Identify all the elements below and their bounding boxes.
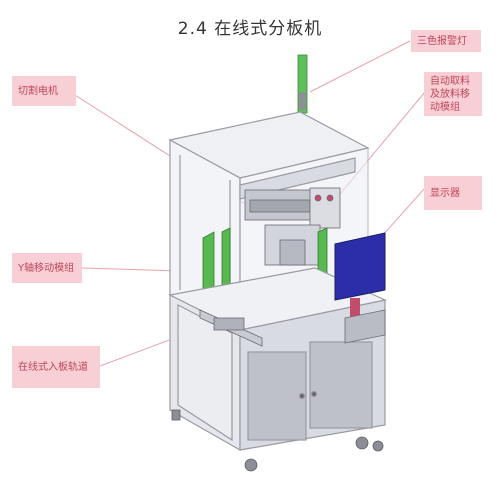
casters — [171, 409, 384, 472]
callout-display: 显示器 — [424, 176, 482, 210]
callout-y-axis-module: Y轴移动模组 — [12, 253, 82, 283]
callout-auto-pick-module: 自动取料及放料移动模组 — [424, 72, 482, 116]
callout-tower-light: 三色报警灯 — [411, 30, 481, 52]
page-title: 2.4 在线式分板机 — [177, 19, 323, 39]
callout-cutting-motor: 切割电机 — [12, 76, 76, 106]
inline-rail — [199, 309, 263, 347]
monitor — [334, 232, 386, 344]
leader-line-tower-light — [309, 40, 411, 93]
tower-light — [297, 54, 308, 114]
callout-inline-rail: 在线式入板轨道 — [12, 346, 100, 388]
